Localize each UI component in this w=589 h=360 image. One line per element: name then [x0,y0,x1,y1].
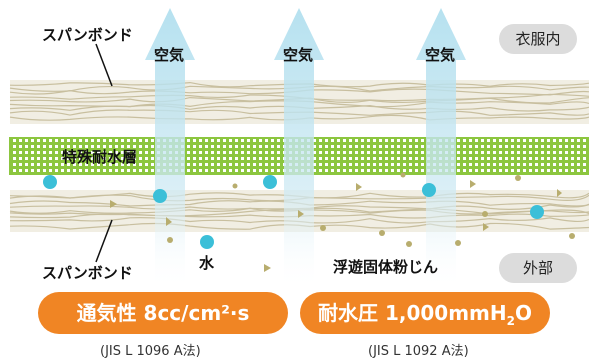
water-droplet [153,189,167,203]
dust-triangle [470,180,476,188]
dust-dot [232,183,238,189]
spunbond-bottom-label: スパンボンド [42,264,133,282]
dust-triangle [166,217,172,226]
pointer-line-top [95,43,113,87]
particles-label: 浮遊固体粉じん [333,258,439,276]
spunbond-top-label: スパンボンド [42,26,133,44]
air-label-3: 空気 [425,46,456,64]
air-label-2: 空気 [283,46,314,64]
water-droplets [43,175,544,249]
breathability-label: 通気性 [76,301,137,325]
dust-dot [515,175,521,181]
dust-triangle [298,210,304,218]
special-layer-label: 特殊耐水層 [62,148,138,166]
pointer-line-bottom [95,219,113,263]
air-arrow-1 [145,8,195,290]
water-pressure-subscript: 2 [506,314,515,328]
breathability-badge: 通気性 8cc/cm²·s [38,292,288,334]
water-droplet [200,235,214,249]
dust-triangle [264,264,271,272]
dust-triangle [557,189,562,197]
outside-badge: 外部 [499,253,577,283]
dust-dot [320,225,326,231]
inside-badge: 衣服内 [499,24,577,54]
water-droplet [43,175,57,189]
dust-triangle [483,223,489,231]
air-label-1: 空気 [154,46,185,64]
breathability-standard: (JIS L 1096 A法) [100,344,201,359]
dust-dot [400,172,406,178]
water-label: 水 [199,254,215,272]
water-droplet [530,205,544,219]
air-arrow-3 [416,8,466,290]
dust-dot [167,237,173,243]
water-pressure-value: 1,000mmH2O [384,301,533,328]
water-pressure-badge: 耐水圧 1,000mmH2O [300,292,550,334]
dust-dot [455,240,461,246]
water-pressure-standard: (JIS L 1092 A法) [368,344,469,359]
water-droplet [263,175,277,189]
water-pressure-label: 耐水圧 [317,301,378,325]
dust-dot [379,230,385,236]
water-droplet [422,183,436,197]
dust-triangle [110,200,117,208]
dust-particles [110,172,575,272]
dust-triangle [356,183,362,191]
dust-dot [482,211,488,217]
air-arrow-2 [274,8,324,290]
dust-dot [569,233,575,239]
breathability-value: 8cc/cm²·s [143,301,250,325]
dust-dot [406,241,412,247]
